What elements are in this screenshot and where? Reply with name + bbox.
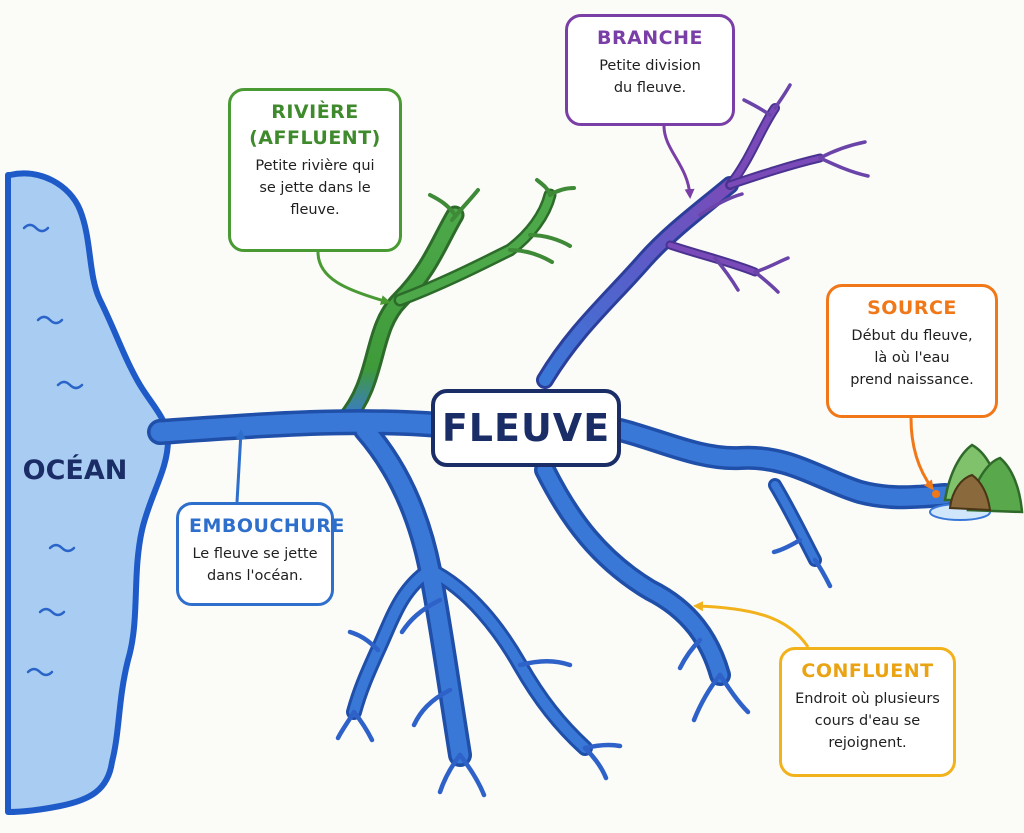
source-desc-line-2: là où l'eau [874,350,950,366]
embouchure-arrow [235,429,246,503]
center-title: FLEUVE [431,389,621,467]
confluent-desc-line-1: Endroit où plusieurs [795,691,940,707]
riviere-desc-line-2: se jette dans le [259,180,371,196]
callout-riviere: RIVIÈRE (AFFLUENT) Petite rivière qui se… [228,88,402,252]
callout-source: SOURCE Début du fleuve, là où l'eau pren… [826,284,998,418]
ocean-shape [5,170,171,815]
ocean-waves [22,223,84,677]
confluent-desc-line-3: rejoignent. [828,735,907,751]
source-arrow [909,417,934,491]
confluent-description: Endroit où plusieurs cours d'eau se rejo… [792,688,943,754]
riviere-description: Petite rivière qui se jette dans le fleu… [241,155,389,221]
branche-desc-line-1: Petite division [599,58,701,74]
source-hills [929,443,1024,521]
callout-embouchure: EMBOUCHURE Le fleuve se jette dans l'océ… [176,502,345,606]
main-river [147,409,957,798]
embouchure-title: EMBOUCHURE [189,515,345,537]
branche-description: Petite division du fleuve. [578,55,722,99]
center-title-text: FLEUVE [441,406,611,450]
source-desc-line-3: prend naissance. [850,372,974,388]
source-description: Début du fleuve, là où l'eau prend naiss… [839,325,985,391]
riviere-title-line-1: RIVIÈRE [271,101,359,123]
riviere-title-line-2: (AFFLUENT) [249,127,381,149]
tributary-river [335,178,576,430]
callout-confluent: CONFLUENT Endroit où plusieurs cours d'e… [779,647,956,777]
riviere-desc-line-3: fleuve. [290,202,340,218]
branch-river [536,83,870,389]
embouchure-desc-line-2: dans l'océan. [207,568,303,584]
branche-arrow [662,125,695,199]
riviere-title: RIVIÈRE (AFFLUENT) [241,99,389,151]
ocean-label: OCÉAN [22,455,128,486]
source-desc-line-1: Début du fleuve, [851,328,973,344]
confluent-desc-line-2: cours d'eau se [814,713,921,729]
embouchure-description: Le fleuve se jette dans l'océan. [189,543,321,587]
riviere-arrow [316,251,391,305]
branche-desc-line-2: du fleuve. [613,80,687,96]
callout-branche: BRANCHE Petite division du fleuve. [565,14,735,126]
confluent-arrow [693,601,810,648]
embouchure-desc-line-1: Le fleuve se jette [192,546,318,562]
confluent-title: CONFLUENT [801,660,934,682]
branche-title: BRANCHE [596,27,704,49]
source-title: SOURCE [867,297,957,319]
riviere-desc-line-1: Petite rivière qui [255,158,375,174]
